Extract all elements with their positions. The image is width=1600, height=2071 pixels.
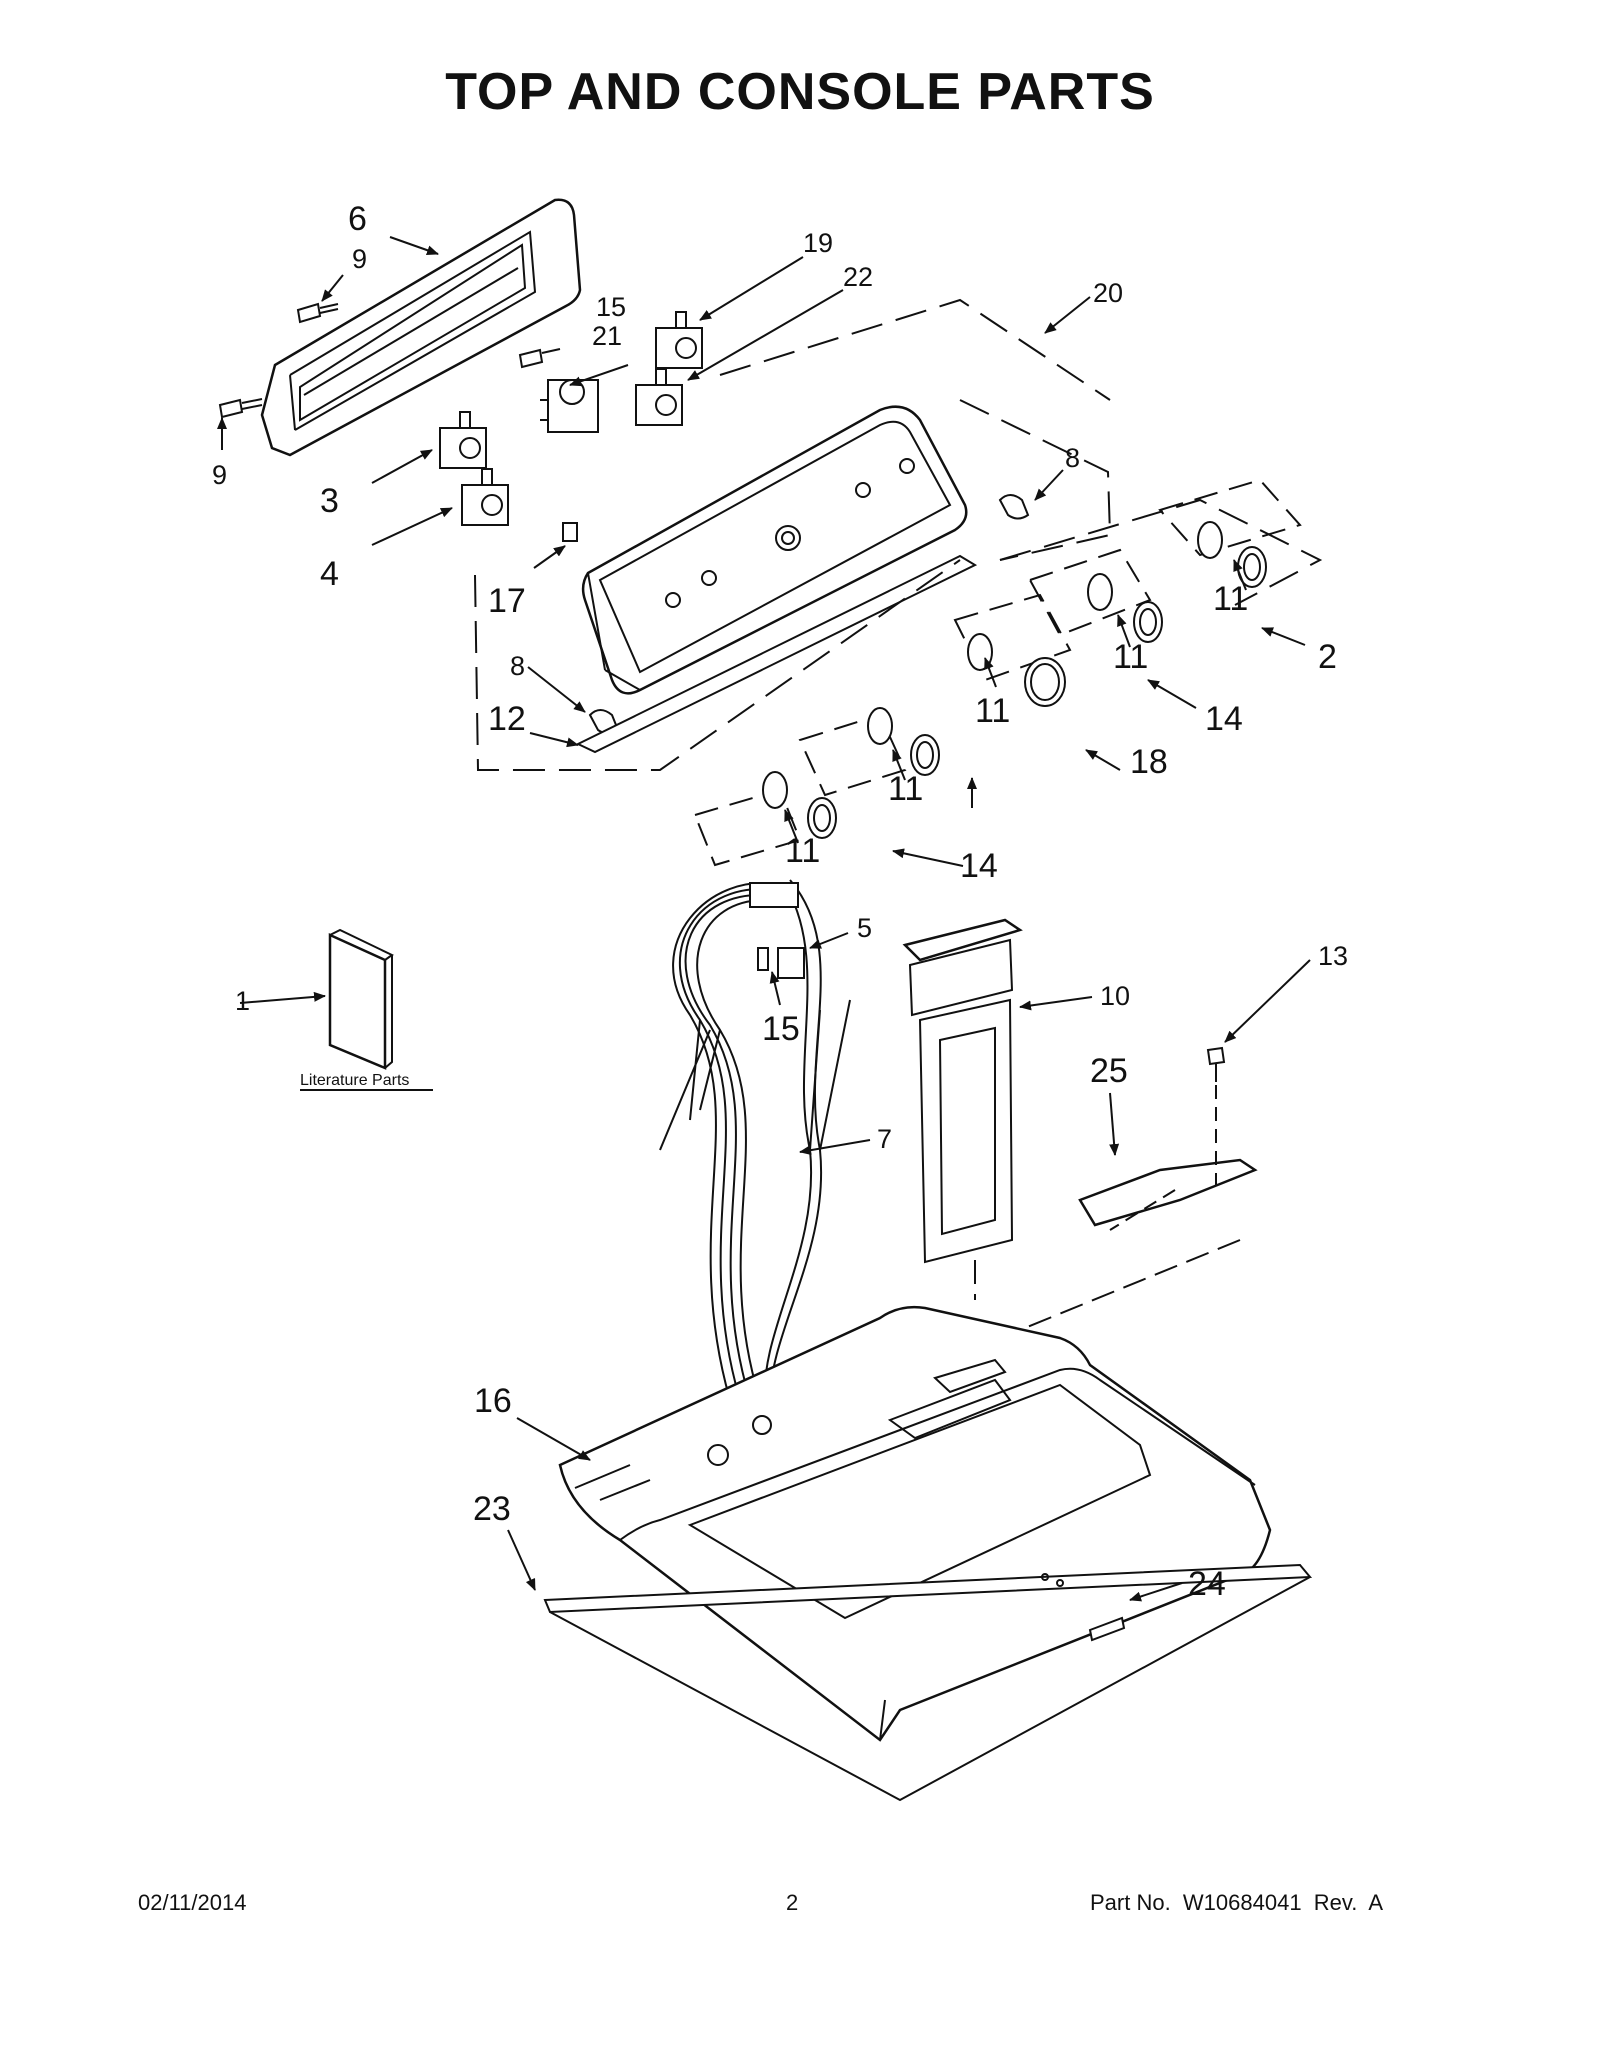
screw-13-dash [1109,1085,1217,1231]
screw-part-15a [518,348,561,369]
callout-1: 1 [235,986,250,1016]
callout-13: 13 [1318,941,1348,971]
literature-booklet-part [328,928,394,1070]
screw-part-15b [757,947,769,971]
knob-part-11a [1197,521,1267,588]
footer-date: 02/11/2014 [138,1890,247,1915]
callout-23: 23 [473,1490,511,1528]
console-rear-panel-part [260,198,582,457]
console-strip-part-12 [575,554,978,754]
badge-part-24 [1041,1573,1126,1642]
switch-part-3 [439,411,487,469]
callout-8b: 8 [510,651,525,681]
callout-21: 21 [592,321,622,351]
clip-part-8a [998,494,1030,520]
callout-14b: 14 [960,847,998,885]
callout-9b: 9 [212,460,227,490]
callout-2: 2 [1318,638,1337,676]
screw-part-13 [1206,1046,1226,1082]
console-body-part [581,405,968,695]
callout-4: 4 [320,555,339,593]
knob-part-11c [867,707,940,776]
callout-11c: 11 [975,692,1010,730]
callout-25: 25 [1090,1052,1128,1090]
callout-10: 10 [1100,981,1130,1011]
cover-plate-part-25 [1078,1158,1258,1227]
callout-19: 19 [803,228,833,258]
callout-15b: 15 [762,1010,800,1048]
callout-11d: 11 [888,770,923,808]
callout-14a: 14 [1205,700,1243,738]
console-dashed-outline [474,298,1323,771]
callout-3: 3 [320,482,339,520]
timer-part-21 [540,379,599,433]
footer-page-number: 2 [786,1890,799,1915]
screw-part-9a [296,302,339,324]
knob-part-11b [1087,573,1163,643]
callout-11a: 11 [1213,580,1248,618]
callout-17: 17 [488,582,526,620]
callout-11b: 11 [1113,638,1148,676]
callout-22: 22 [843,262,873,292]
bracket-part-17 [562,522,578,542]
footer-part-number: Part No. W10684041 Rev. A [1090,1890,1384,1915]
switch-part-4 [461,468,509,526]
callout-5: 5 [857,913,872,943]
switch-part-22 [635,368,683,426]
wire-harness-part [659,879,851,1401]
leader-arrows [217,236,1311,1602]
screw-part-9b [218,398,263,419]
terminal-block-part-5 [777,947,805,979]
callout-6: 6 [348,200,367,238]
callout-9a: 9 [352,244,367,274]
callout-20: 20 [1093,278,1123,308]
callout-12: 12 [488,700,526,738]
callout-7: 7 [877,1124,892,1154]
knob-part-11d [762,771,837,839]
literature-parts-label: Literature Parts [300,1072,409,1089]
switch-part-19 [655,311,703,369]
callout-18: 18 [1130,743,1168,781]
page-title: TOP AND CONSOLE PARTS [445,63,1155,121]
callout-24: 24 [1188,1565,1226,1603]
callout-11e: 11 [785,832,820,870]
callout-16: 16 [474,1382,512,1420]
callout-15a: 15 [596,292,626,322]
callout-8a: 8 [1065,443,1080,473]
callout-labels: 6 9 9 3 4 17 15 21 19 22 20 8 8 12 11 11… [212,200,1348,1603]
lint-duct-part-10 [902,918,1023,1264]
